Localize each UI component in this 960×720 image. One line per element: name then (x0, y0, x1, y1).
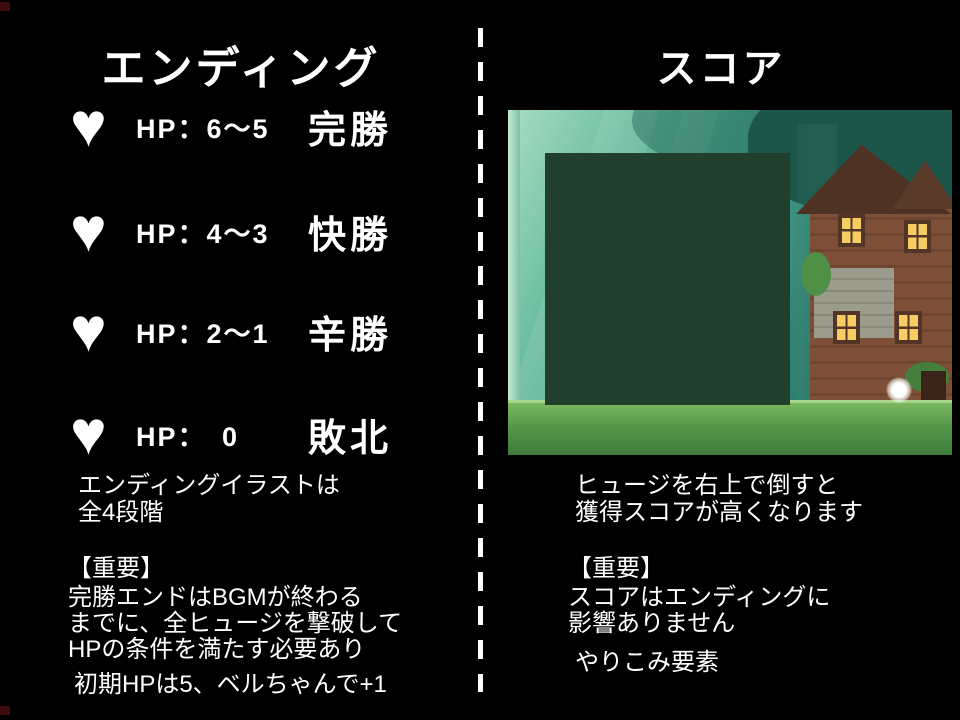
important-label: 【重要】 (568, 555, 664, 582)
result-label: 快勝 (308, 214, 393, 257)
heart-icon: ♥ (70, 399, 107, 468)
hp-row: ♥ HP：6～5 完勝 (70, 91, 393, 160)
heart-icon: ♥ (70, 91, 107, 160)
important-line: までに、全ヒュージを撃破して (68, 610, 403, 637)
important-label: 【重要】 (68, 555, 164, 582)
capture-artifact (0, 706, 10, 715)
note-line: 全4段階 (78, 499, 164, 526)
dashed-divider-line (478, 28, 483, 692)
score-scene-illustration (508, 110, 952, 455)
score-important-block: 【重要】 スコアはエンディングに 影響ありません (568, 556, 830, 637)
house-window (838, 214, 866, 248)
heart-icon: ♥ (70, 296, 107, 365)
ending-note: エンディングイラストは 全4段階 (78, 472, 340, 526)
scene-grass (508, 399, 952, 455)
score-grid (544, 152, 790, 405)
hp-range-label: HP： 0 (136, 421, 240, 452)
capture-artifact (0, 2, 10, 11)
note-line: 獲得スコアが高くなります (575, 499, 863, 526)
result-label: 辛勝 (308, 314, 393, 357)
ending-important-block: 【重要】 完勝エンドはBGMが終わる までに、全ヒュージを撃破して HPの条件を… (68, 556, 402, 663)
house-window (895, 311, 923, 345)
scene-white-flower (886, 377, 913, 404)
important-line: 完勝エンドはBGMが終わる (68, 584, 363, 611)
important-line: スコアはエンディングに (568, 584, 831, 611)
hp-range-label: HP：2～1 (136, 318, 270, 349)
house-window (903, 219, 931, 253)
note-line: エンディングイラストは (78, 472, 340, 499)
important-line: 影響ありません (568, 610, 736, 637)
score-title: スコア (656, 47, 786, 91)
hp-row: ♥ HP：4～3 快勝 (70, 196, 393, 265)
score-footnote: やりこみ要素 (575, 649, 719, 676)
hp-range-label: HP：6～5 (136, 113, 270, 144)
house-window (832, 311, 860, 345)
hp-row: ♥ HP：2～1 辛勝 (70, 296, 393, 365)
score-note: ヒュージを右上で倒すと 獲得スコアが高くなります (575, 472, 863, 526)
hp-row: ♥ HP： 0 敗北 (70, 399, 393, 468)
result-label: 完勝 (308, 109, 393, 152)
house-ivy (801, 252, 832, 297)
ending-footnote: 初期HPは5、ベルちゃんで+1 (74, 671, 387, 698)
result-label: 敗北 (308, 417, 393, 460)
important-line: HPの条件を満たす必要あり (68, 636, 366, 663)
scene-house (795, 144, 952, 414)
heart-icon: ♥ (70, 196, 107, 265)
hp-range-label: HP：4～3 (136, 218, 270, 249)
ending-title: エンディング (101, 44, 381, 93)
note-line: ヒュージを右上で倒すと (575, 472, 839, 499)
scene-tree-trunk (508, 110, 520, 455)
